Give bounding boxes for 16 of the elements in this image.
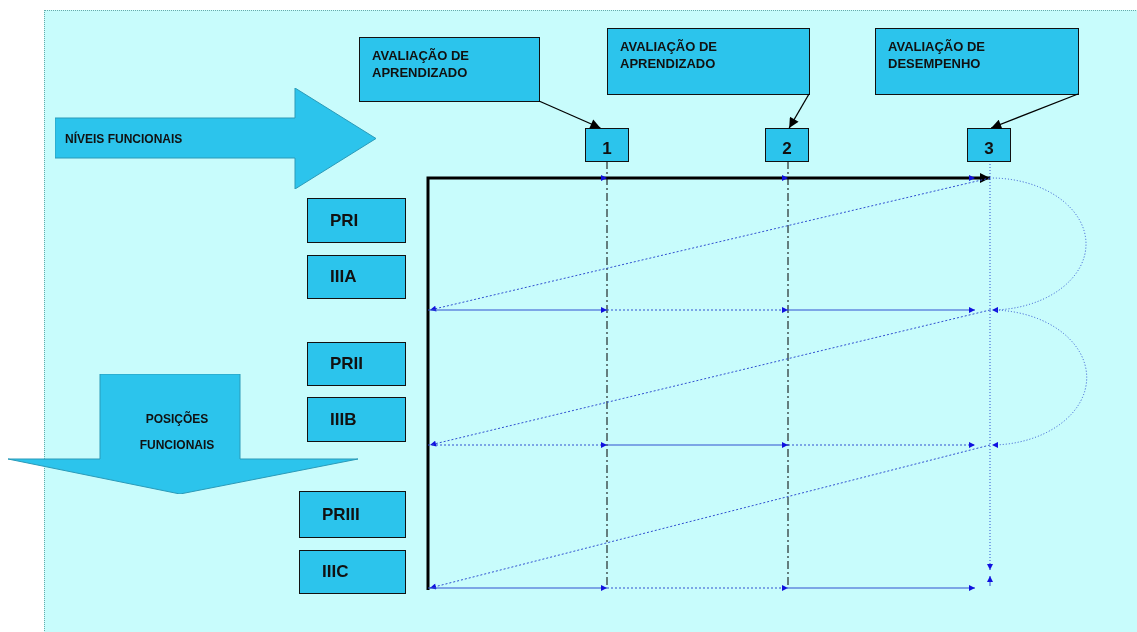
stage-number-box: 1 <box>585 128 629 162</box>
arrow <box>538 100 602 129</box>
level-box: IIIC <box>299 550 406 594</box>
level-box: PRI <box>307 198 406 243</box>
callout-box: AVALIAÇÃO DE DESEMPENHO <box>875 28 1079 95</box>
callout-box: AVALIAÇÃO DE APRENDIZADO <box>607 28 810 95</box>
level-box: IIIA <box>307 255 406 299</box>
stage-number-box: 3 <box>967 128 1011 162</box>
level-box: IIIB <box>307 397 406 442</box>
level-box: PRII <box>307 342 406 386</box>
arrow <box>788 93 810 129</box>
arrow <box>990 93 1079 129</box>
block-arrow: NÍVEIS FUNCIONAIS <box>55 88 376 189</box>
level-box: PRIII <box>299 491 406 538</box>
callout-box: AVALIAÇÃO DE APRENDIZADO <box>359 37 540 102</box>
stage-number-box: 2 <box>765 128 809 162</box>
